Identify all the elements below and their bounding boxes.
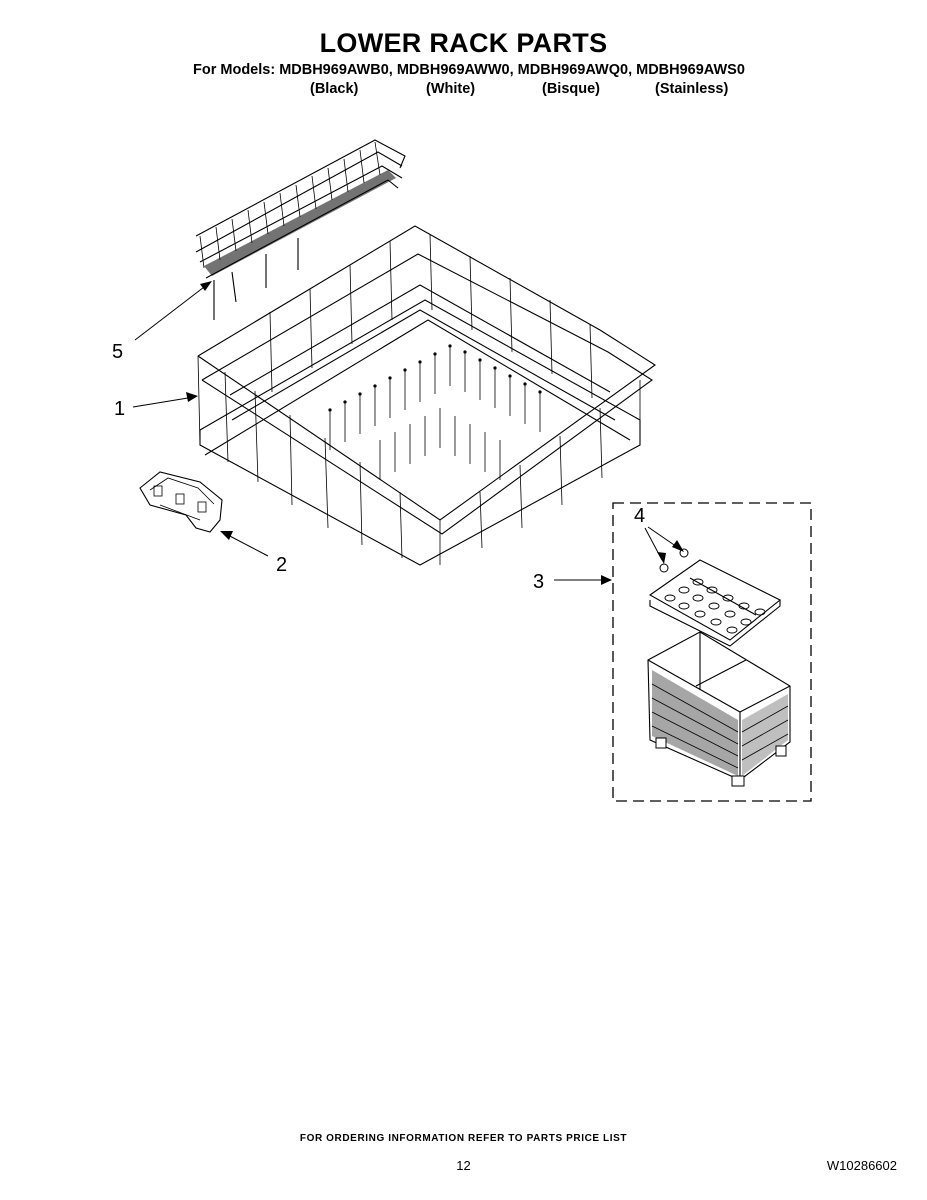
callout-2: 2 bbox=[276, 554, 288, 576]
lower-rack-part bbox=[197, 225, 656, 566]
document-number: W10286602 bbox=[826, 1158, 897, 1173]
rack-clip-part bbox=[139, 471, 223, 533]
models-line: For Models: MDBH969AWB0, MDBH969AWW0, MD… bbox=[193, 62, 745, 78]
callout-4: 4 bbox=[634, 505, 646, 527]
tine-row-part bbox=[195, 139, 406, 320]
color-black: (Black) bbox=[310, 81, 359, 97]
callout-3: 3 bbox=[533, 571, 545, 593]
callout-1: 1 bbox=[114, 398, 126, 420]
silverware-basket-part bbox=[647, 631, 791, 787]
color-white: (White) bbox=[426, 81, 476, 97]
page-number: 12 bbox=[456, 1158, 471, 1173]
basket-lid-part bbox=[648, 548, 782, 647]
callout-5: 5 bbox=[112, 341, 124, 363]
page-title: LOWER RACK PARTS bbox=[319, 28, 608, 58]
color-bisque: (Bisque) bbox=[542, 81, 600, 97]
leader-lines bbox=[132, 281, 684, 585]
color-stainless: (Stainless) bbox=[655, 81, 729, 97]
ordering-info: FOR ORDERING INFORMATION REFER TO PARTS … bbox=[299, 1133, 628, 1144]
basket-assembly-box bbox=[612, 502, 812, 802]
